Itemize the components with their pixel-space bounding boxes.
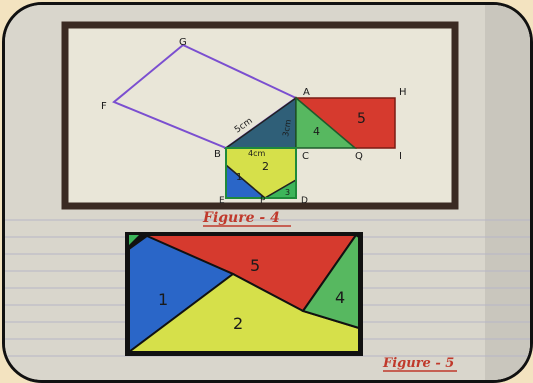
piece-3-number-fig4: 3: [285, 188, 290, 197]
vertex-a-label: A: [303, 87, 310, 98]
piece-3-figure5: [129, 235, 139, 245]
vertex-c-label: C: [302, 151, 309, 162]
vertex-f-label: F: [101, 101, 107, 112]
vertex-i-label: I: [399, 151, 402, 162]
figure-5-caption: Figure - 5: [382, 356, 454, 371]
piece-1-number-fig5: 1: [158, 290, 168, 309]
vertex-d-label: D: [301, 196, 308, 206]
piece-2-number-fig4: 2: [262, 160, 269, 173]
piece-4-number-fig5: 4: [335, 288, 345, 307]
vertex-b-label: B: [214, 149, 221, 160]
vertex-p-label: P: [260, 196, 266, 206]
vertical-side-length-label: 3cm: [281, 119, 293, 138]
base-length-label: 4cm: [248, 149, 265, 158]
piece-1-number-fig4: 1: [236, 172, 242, 183]
piece-2-number-fig5: 2: [233, 314, 243, 333]
vertex-q-label: Q: [355, 151, 363, 162]
notebook-photo: A B C D E F G H I P Q 5cm 3cm 4cm 1 2 3 …: [5, 5, 530, 380]
piece-4-figure4: [295, 96, 358, 149]
base-square-outline: [225, 147, 297, 199]
figure-4-caption: Figure - 4: [202, 210, 280, 226]
piece-4-figure5: [301, 233, 360, 330]
figure-5: 1 2 4 5: [125, 232, 363, 356]
piece-5-number-fig5: 5: [250, 256, 260, 275]
figure-4: A B C D E F G H I P Q 5cm 3cm 4cm 1 2 3 …: [61, 21, 459, 210]
piece-4-number-fig4: 4: [313, 125, 320, 138]
piece-5-number-fig4: 5: [357, 111, 366, 127]
vertex-e-label: E: [219, 196, 225, 206]
vertex-g-label: G: [179, 37, 187, 48]
notebook-edge: [485, 5, 530, 380]
vertex-h-label: H: [399, 87, 407, 98]
